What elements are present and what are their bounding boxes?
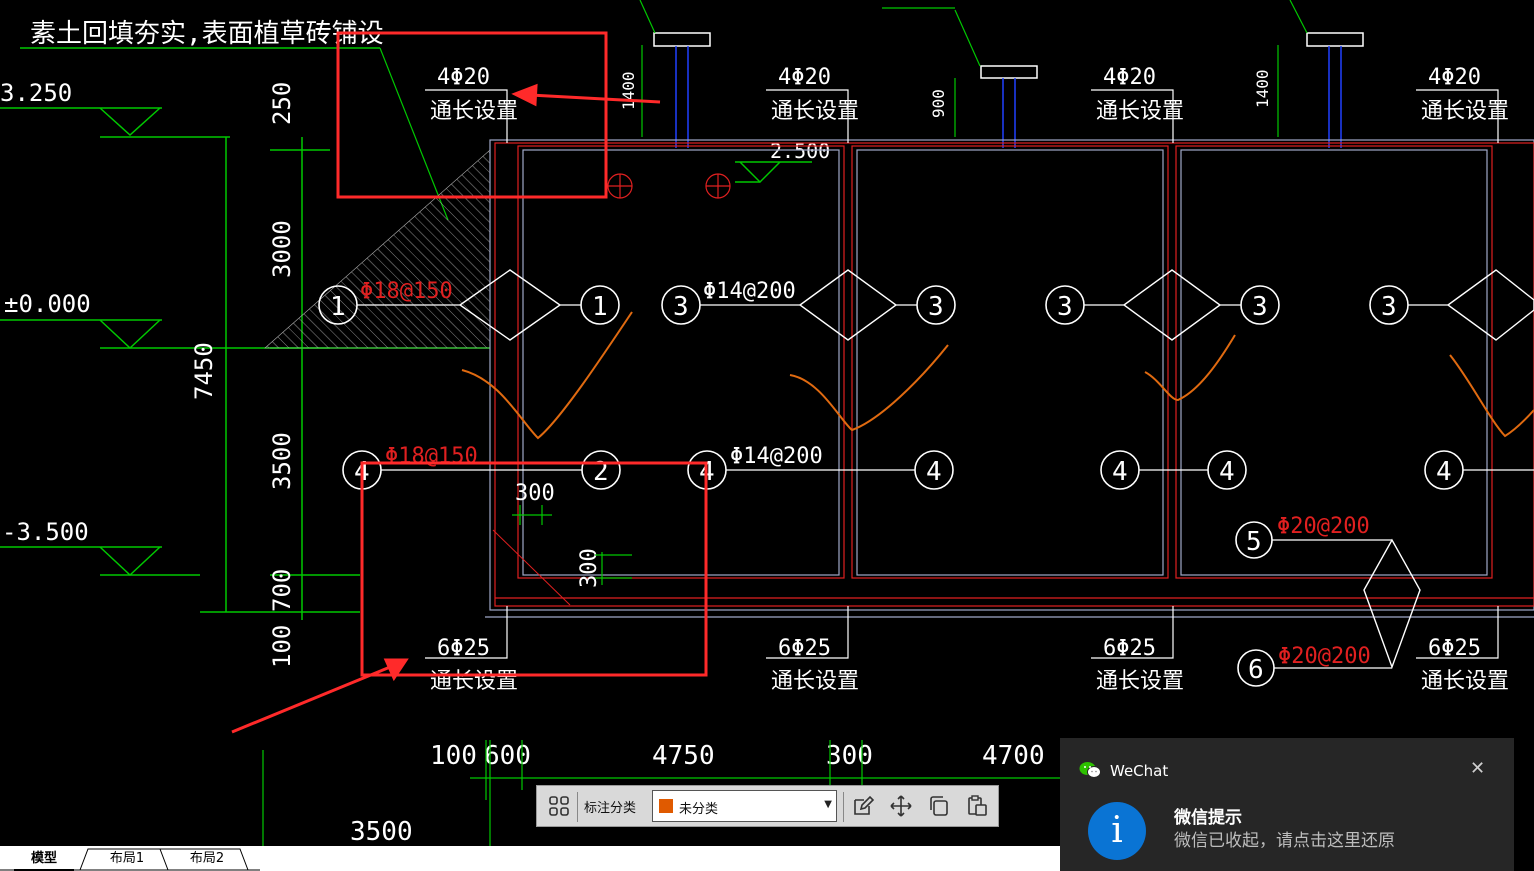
dim-vertical-label: 1400 [1253,69,1272,108]
svg-text:4Φ20: 4Φ20 [778,65,831,90]
svg-text:4: 4 [1112,457,1128,487]
wechat-logo-icon [1079,762,1101,778]
rebar-label: Φ18@150 [360,279,453,304]
svg-text:3: 3 [1057,292,1073,322]
svg-text:3.250: 3.250 [0,79,72,107]
svg-text:6: 6 [1248,655,1264,685]
svg-text:4Φ20: 4Φ20 [1428,65,1481,90]
notification-message[interactable]: 微信已收起，请点击这里还原 [1174,831,1395,851]
top-rebar-callout: 4Φ20 通长设置 4Φ20 通长设置 4Φ20 通长设置 4Φ20 通长设置 [430,65,1509,124]
svg-text:6Φ25: 6Φ25 [437,636,490,661]
dim-small-label: 300 [577,548,602,588]
svg-text:通长设置: 通长设置 [1096,99,1184,124]
dim-vertical-label: 7450 [190,342,218,400]
svg-text:3: 3 [1252,292,1268,322]
dim-vertical-label: 900 [929,89,948,118]
dim-bottom-label: 600 [484,741,531,771]
svg-text:-3.500: -3.500 [2,518,89,546]
dim-bottom-label: 3500 [350,817,413,847]
tab-layout1[interactable]: 布局1 [109,851,145,866]
svg-text:通长设置: 通长设置 [1421,99,1509,124]
dim-vertical-label: 700 [268,569,296,612]
rebar-label: Φ20@200 [1278,644,1371,669]
dim-small-label: 300 [515,481,555,506]
svg-text:通长设置: 通长设置 [1096,669,1184,694]
svg-text:4: 4 [1219,457,1235,487]
tab-model[interactable]: 模型 [14,849,74,871]
highlight-annotation [336,31,708,677]
notification-title: 微信提示 [1174,808,1242,828]
fill-note-text: 素土回填夯实,表面植草砖铺设 [30,19,384,49]
tab-layout2[interactable]: 布局2 [189,851,225,866]
layout-tab-bar: 模型 布局1 布局2 [0,846,1062,871]
grid-icon[interactable] [547,794,571,818]
bottom-rebar-callout: 6Φ25 通长设置 6Φ25 通长设置 6Φ25 通长设置 6Φ25 通长设置 [430,636,1509,694]
svg-text:通长设置: 通长设置 [771,99,859,124]
dim-vertical-label: 3000 [268,220,296,278]
svg-text:通长设置: 通长设置 [771,669,859,694]
rebar-label: Φ18@150 [385,444,478,469]
svg-text:5: 5 [1246,527,1262,557]
dim-bottom-label: 4750 [652,741,715,771]
svg-text:4Φ20: 4Φ20 [1103,65,1156,90]
svg-text:±0.000: ±0.000 [4,290,91,318]
move-icon[interactable] [889,794,913,818]
dim-vertical-label: 250 [268,82,296,125]
svg-text:通长设置: 通长设置 [430,669,518,694]
dim-bottom-label: 300 [826,741,873,771]
svg-text:4: 4 [1436,457,1452,487]
svg-text:4Φ20: 4Φ20 [437,65,490,90]
dim-bottom-label: 4700 [982,741,1045,771]
svg-text:1: 1 [592,292,608,322]
svg-text:3: 3 [673,292,689,322]
rebar-label: Φ14@200 [703,279,796,304]
svg-text:通长设置: 通长设置 [430,99,518,124]
svg-text:4: 4 [926,457,942,487]
annotation-category-value: 未分类 [679,802,719,817]
elevation-marker: -3.500 [0,518,200,577]
svg-text:通长设置: 通长设置 [1421,669,1509,694]
wechat-notification[interactable]: WeChat ✕ i 微信提示 微信已收起，请点击这里还原 [1060,738,1514,871]
close-icon[interactable]: ✕ [1470,758,1486,779]
svg-text:3: 3 [1381,292,1397,322]
svg-text:6Φ25: 6Φ25 [778,636,831,661]
highlight-arrow [231,83,661,734]
copy-icon[interactable] [927,794,951,818]
svg-text:3: 3 [928,292,944,322]
chevron-down-icon: ▼ [824,799,832,810]
annotation-category-label: 标注分类 [584,801,637,816]
dim-vertical-label: 3500 [268,432,296,490]
category-color-swatch [659,799,673,813]
dim-vertical-label: 100 [268,625,296,668]
svg-text:6Φ25: 6Φ25 [1103,636,1156,661]
edit-icon[interactable] [851,794,875,818]
annotation-category-toolbar: 标注分类 未分类 ▼ [536,785,999,827]
annotation-category-select[interactable]: 未分类 ▼ [652,790,837,822]
elevation-marker: 3.250 [0,79,230,138]
svg-text:1: 1 [330,292,346,322]
rebar-label: Φ20@200 [1277,514,1370,539]
dim-bottom-label: 100 [430,741,477,771]
rebar-label: Φ14@200 [730,444,823,469]
svg-text:6Φ25: 6Φ25 [1428,636,1481,661]
notification-app-name: WeChat [1110,762,1169,780]
dim-vertical-label: 1400 [619,71,638,110]
info-icon: i [1088,802,1146,860]
paste-icon[interactable] [965,794,989,818]
